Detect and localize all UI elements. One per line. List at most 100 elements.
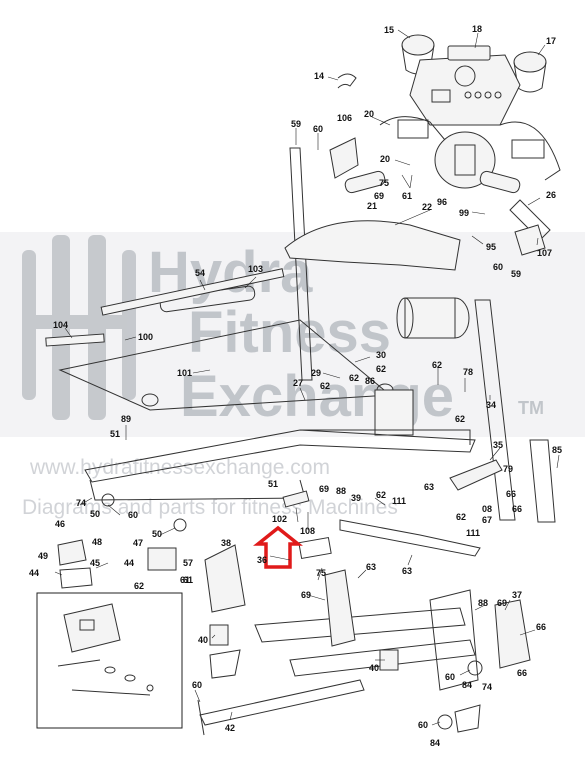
part-label-60: 60	[418, 720, 428, 730]
part-label-39: 39	[351, 493, 361, 503]
part-label-78: 78	[463, 367, 473, 377]
part-label-100: 100	[138, 332, 153, 342]
part-label-17: 17	[546, 36, 556, 46]
part-label-62: 62	[134, 581, 144, 591]
part-label-67: 67	[482, 515, 492, 525]
part-label-96: 96	[437, 197, 447, 207]
part-label-60: 60	[128, 510, 138, 520]
part-label-30: 30	[376, 350, 386, 360]
part-label-66: 66	[512, 504, 522, 514]
part-label-84: 84	[430, 738, 440, 748]
part-label-75: 75	[316, 568, 326, 578]
part-label-51: 51	[268, 479, 278, 489]
part-label-62: 62	[456, 512, 466, 522]
part-label-60: 60	[445, 672, 455, 682]
inset-electronics-box	[36, 592, 183, 729]
part-label-63: 63	[402, 566, 412, 576]
part-label-50: 50	[152, 529, 162, 539]
part-label-108: 108	[300, 526, 315, 536]
part-label-21: 21	[367, 201, 377, 211]
watermark: Hydra Fitness Exchange TM www.hydrafitne…	[0, 232, 585, 519]
part-label-51: 51	[110, 429, 120, 439]
part-label-111: 111	[466, 528, 480, 538]
wheel-assemblies	[57, 539, 177, 589]
part-label-26: 26	[546, 190, 556, 200]
watermark-line2: Fitness	[188, 300, 391, 365]
part-label-15: 15	[384, 25, 394, 35]
part-label-104: 104	[53, 320, 68, 330]
part-label-46: 46	[55, 519, 65, 529]
part-label-99: 99	[459, 208, 469, 218]
part-label-89: 89	[121, 414, 131, 424]
part-label-74: 74	[482, 682, 492, 692]
watermark-trademark: TM	[518, 398, 544, 418]
part-label-61: 61	[180, 575, 190, 585]
part-label-69: 69	[301, 590, 311, 600]
part-label-79: 79	[503, 464, 513, 474]
part-label-62: 62	[376, 490, 386, 500]
part-label-44: 44	[29, 568, 39, 578]
part-label-101: 101	[177, 368, 192, 378]
part-label-22: 22	[422, 202, 432, 212]
part-label-62: 62	[320, 381, 330, 391]
part-label-88: 88	[478, 598, 488, 608]
part-label-63: 63	[424, 482, 434, 492]
part-label-20: 20	[380, 154, 390, 164]
part-label-08: 08	[482, 504, 492, 514]
part-label-88: 88	[336, 486, 346, 496]
part-label-75: 75	[379, 178, 389, 188]
part-label-84: 84	[462, 680, 472, 690]
part-label-66: 66	[536, 622, 546, 632]
main-frame	[84, 299, 556, 560]
part-label-60: 60	[313, 124, 323, 134]
part-label-36: 36	[257, 555, 267, 565]
part-label-106: 106	[337, 113, 352, 123]
highlight-arrow	[253, 525, 303, 569]
leader-lines	[54, 29, 560, 726]
part-label-42: 42	[225, 723, 235, 733]
part-label-49: 49	[38, 551, 48, 561]
console-assembly	[284, 34, 561, 381]
part-label-69: 69	[374, 191, 384, 201]
part-label-62: 62	[349, 373, 359, 383]
part-label-18: 18	[472, 24, 482, 34]
part-label-45: 45	[90, 558, 100, 568]
part-label-59: 59	[511, 269, 521, 279]
part-label-14: 14	[314, 71, 324, 81]
part-label-61: 61	[183, 575, 193, 585]
part-label-47: 47	[133, 538, 143, 548]
part-label-29: 29	[311, 368, 321, 378]
part-label-66: 66	[506, 489, 516, 499]
part-label-63: 63	[366, 562, 376, 572]
part-label-34: 34	[486, 400, 496, 410]
part-label-111: 111	[392, 496, 406, 506]
part-label-50: 50	[90, 509, 100, 519]
deck-belt-assembly	[45, 268, 470, 436]
part-label-37: 37	[512, 590, 522, 600]
part-label-61: 61	[402, 191, 412, 201]
part-label-85: 85	[552, 445, 562, 455]
watermark-logo-mark	[22, 235, 136, 420]
part-label-74: 74	[76, 498, 86, 508]
part-label-69: 69	[497, 598, 507, 608]
part-label-40: 40	[369, 663, 379, 673]
part-label-48: 48	[92, 537, 102, 547]
part-label-102: 102	[272, 514, 287, 524]
part-label-107: 107	[537, 248, 552, 258]
part-label-95: 95	[486, 242, 496, 252]
part-label-66: 66	[517, 668, 527, 678]
part-label-86: 86	[365, 376, 375, 386]
watermark-url: www.hydrafitnessexchange.com	[29, 456, 330, 479]
part-label-38: 38	[221, 538, 231, 548]
part-label-40: 40	[198, 635, 208, 645]
base-frame	[197, 544, 531, 736]
part-label-62: 62	[376, 364, 386, 374]
part-label-103: 103	[248, 264, 263, 274]
part-label-62: 62	[455, 414, 465, 424]
part-label-62: 62	[432, 360, 442, 370]
part-label-60: 60	[493, 262, 503, 272]
part-label-44: 44	[124, 558, 134, 568]
part-label-57: 57	[183, 558, 193, 568]
part-label-35: 35	[493, 440, 503, 450]
